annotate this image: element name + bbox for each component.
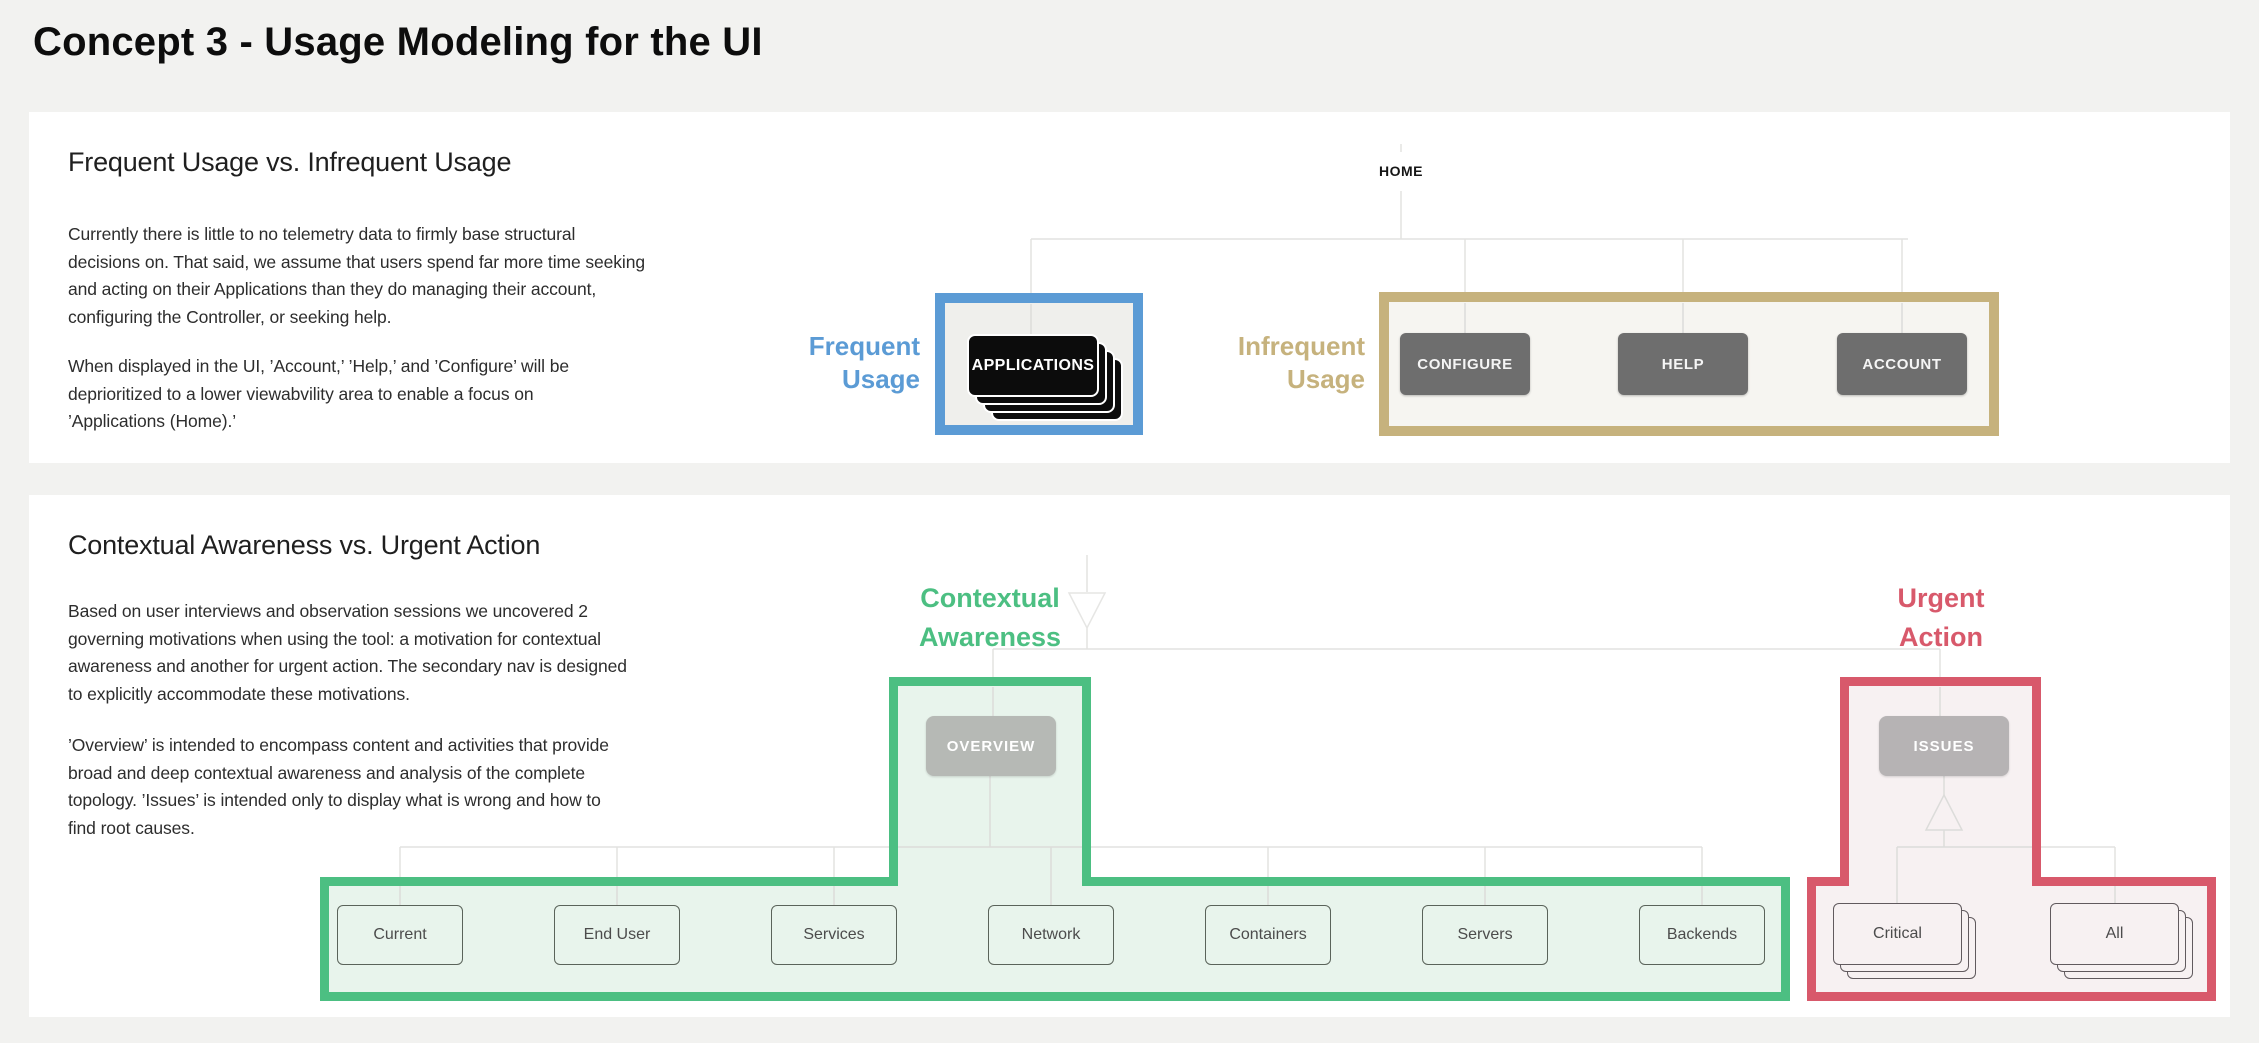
section1-heading: Frequent Usage vs. Infrequent Usage	[68, 147, 512, 177]
home-node-label: HOME	[1379, 163, 1423, 179]
issues-outline-box	[1840, 677, 2041, 886]
section2-paragraph-2: ’Overview’ is intended to encompass cont…	[68, 735, 609, 838]
issues-child-all: All	[2050, 903, 2179, 965]
issues-node: ISSUES	[1879, 716, 2009, 776]
overview-child-containers: Containers	[1205, 905, 1331, 965]
page-title: Concept 3 - Usage Modeling for the UI	[33, 20, 763, 64]
section2-paragraph-1: Based on user interviews and observation…	[68, 601, 627, 704]
frequent-usage-label: Frequent Usage	[808, 331, 920, 394]
overview-child-backends: Backends	[1639, 905, 1765, 965]
contextual-awareness-label: Contextual Awareness	[918, 583, 1062, 652]
account-node: ACCOUNT	[1837, 333, 1967, 395]
overview-node: OVERVIEW	[926, 716, 1056, 776]
configure-node: CONFIGURE	[1400, 333, 1530, 395]
overview-outline-box	[889, 677, 1091, 886]
applications-node: APPLICATIONS	[967, 334, 1099, 397]
issues-child-critical: Critical	[1833, 903, 1962, 965]
infrequent-usage-label: Infrequent Usage	[1237, 331, 1365, 394]
section1-paragraph-1: Currently there is little to no telemetr…	[68, 224, 645, 327]
overview-child-network: Network	[988, 905, 1114, 965]
applications-card-stack: APPLICATIONS	[967, 334, 1127, 424]
section1-paragraph-2: When displayed in the UI, ’Account,’ ’He…	[68, 356, 569, 431]
urgent-action-label: Urgent Action	[1897, 583, 1985, 652]
help-node: HELP	[1618, 333, 1748, 395]
overview-child-servers: Servers	[1422, 905, 1548, 965]
overview-child-services: Services	[771, 905, 897, 965]
overview-child-current: Current	[337, 905, 463, 965]
overview-child-end-user: End User	[554, 905, 680, 965]
section2-heading: Contextual Awareness vs. Urgent Action	[68, 530, 541, 560]
